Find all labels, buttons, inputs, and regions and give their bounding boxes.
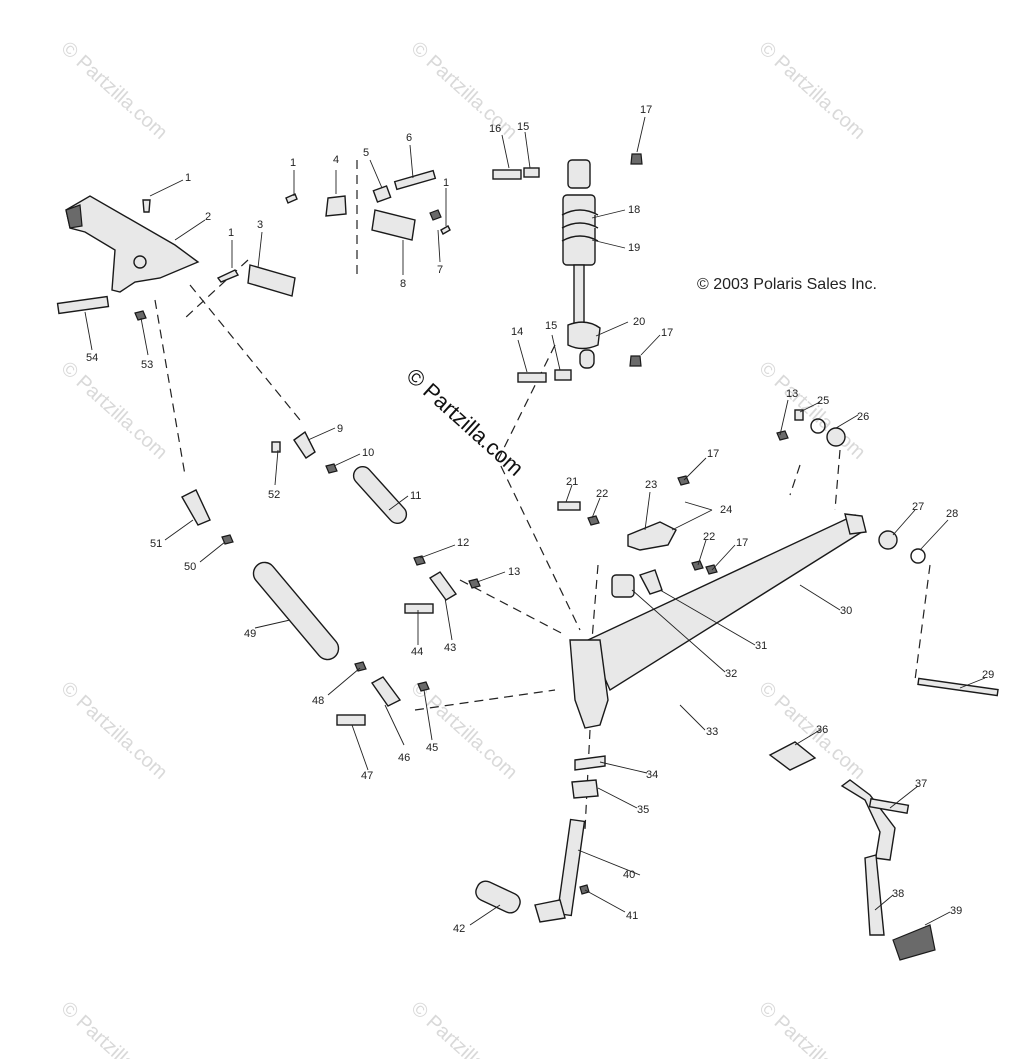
callout: 22 (703, 531, 715, 543)
spindle-assembly (475, 755, 606, 923)
bushing-and-bolt-upper (372, 169, 442, 221)
callout: 14 (511, 326, 523, 338)
callout: 9 (337, 423, 343, 435)
callout: 4 (333, 154, 339, 166)
callout-labels: 1 1 1 1 2 3 4 5 6 7 8 9 10 11 12 13 13 1… (86, 104, 994, 935)
callout: 26 (857, 411, 869, 423)
callout: 51 (150, 538, 162, 550)
watermark-tile: © Partzilla.com (407, 37, 522, 144)
callout: 13 (508, 566, 520, 578)
callout: 29 (982, 669, 994, 681)
callout: 16 (489, 123, 501, 135)
callout: 44 (411, 646, 423, 658)
watermark-tile: © Partzilla.com (407, 677, 522, 784)
shock-bolts (492, 153, 643, 383)
callout: 15 (545, 320, 557, 332)
copyright-text: © 2003 Polaris Sales Inc. (697, 276, 877, 293)
callout: 1 (185, 172, 191, 184)
watermark-tile: © Partzilla.com (57, 677, 172, 784)
leader-lines (84, 116, 986, 926)
watermark-tile: © Partzilla.com (755, 37, 870, 144)
assembly-lines (154, 160, 931, 831)
callout: 49 (244, 628, 256, 640)
plates (247, 195, 416, 297)
callout: 8 (400, 278, 406, 290)
callout: 48 (312, 695, 324, 707)
callout: 15 (517, 121, 529, 133)
callout: 47 (361, 770, 373, 782)
callout: 34 (646, 769, 658, 781)
front-crossmember (65, 195, 200, 293)
callout: 19 (628, 242, 640, 254)
callout: 28 (946, 508, 958, 520)
ball-joints-and-bolts (336, 571, 458, 726)
right-side-parts (768, 409, 999, 961)
callout: 18 (628, 204, 640, 216)
callout: 40 (623, 869, 635, 881)
watermark-tile: © Partzilla.com (755, 997, 870, 1059)
watermark-tile: © Partzilla.com (407, 997, 522, 1059)
callout: 33 (706, 726, 718, 738)
callout: 37 (915, 778, 927, 790)
callout: 27 (912, 501, 924, 513)
callout: 1 (228, 227, 234, 239)
callout: 20 (633, 316, 645, 328)
callout: 6 (406, 132, 412, 144)
callout: 1 (443, 177, 449, 189)
callout: 13 (786, 388, 798, 400)
callout: 43 (444, 642, 456, 654)
callout: 42 (453, 923, 465, 935)
callout: 11 (410, 490, 421, 502)
callout: 52 (268, 489, 280, 501)
watermark-tile: © Partzilla.com (57, 357, 172, 464)
callout: 35 (637, 804, 649, 816)
mount-bolts (142, 193, 451, 283)
large-bolt-54 (56, 295, 110, 315)
callout: 7 (437, 264, 443, 276)
callout: 2 (205, 211, 211, 223)
watermark-tile: © Partzilla.com (755, 357, 870, 464)
callout: 50 (184, 561, 196, 573)
upper-bracket-23 (557, 475, 718, 575)
callout: 32 (725, 668, 737, 680)
callout: 31 (755, 640, 767, 652)
callout: 24 (720, 504, 732, 516)
callout: 39 (950, 905, 962, 917)
callout: 46 (398, 752, 410, 764)
callout: 17 (707, 448, 719, 460)
callout: 12 (457, 537, 469, 549)
callout: 5 (363, 147, 369, 159)
callout: 23 (645, 479, 657, 491)
callout: 22 (596, 488, 608, 500)
callout: 41 (626, 910, 638, 922)
center-watermark: © Partzilla.com (402, 363, 529, 481)
callout: 54 (86, 352, 98, 364)
tie-rods (181, 430, 408, 661)
callout: 17 (640, 104, 652, 116)
watermark-tile: © Partzilla.com (57, 37, 172, 144)
callout: 25 (817, 395, 829, 407)
callout: 21 (566, 476, 578, 488)
callout: 10 (362, 447, 374, 459)
steering-arm-assembly (569, 513, 867, 729)
callout: 17 (736, 537, 748, 549)
callout: 53 (141, 359, 153, 371)
shock-absorber (561, 159, 601, 369)
callout: 45 (426, 742, 438, 754)
callout: 38 (892, 888, 904, 900)
callout: 17 (661, 327, 673, 339)
callout: 1 (290, 157, 296, 169)
callout: 3 (257, 219, 263, 231)
watermark-tile: © Partzilla.com (57, 997, 172, 1059)
watermark-tile: © Partzilla.com (755, 677, 870, 784)
callout: 30 (840, 605, 852, 617)
callout: 36 (816, 724, 828, 736)
